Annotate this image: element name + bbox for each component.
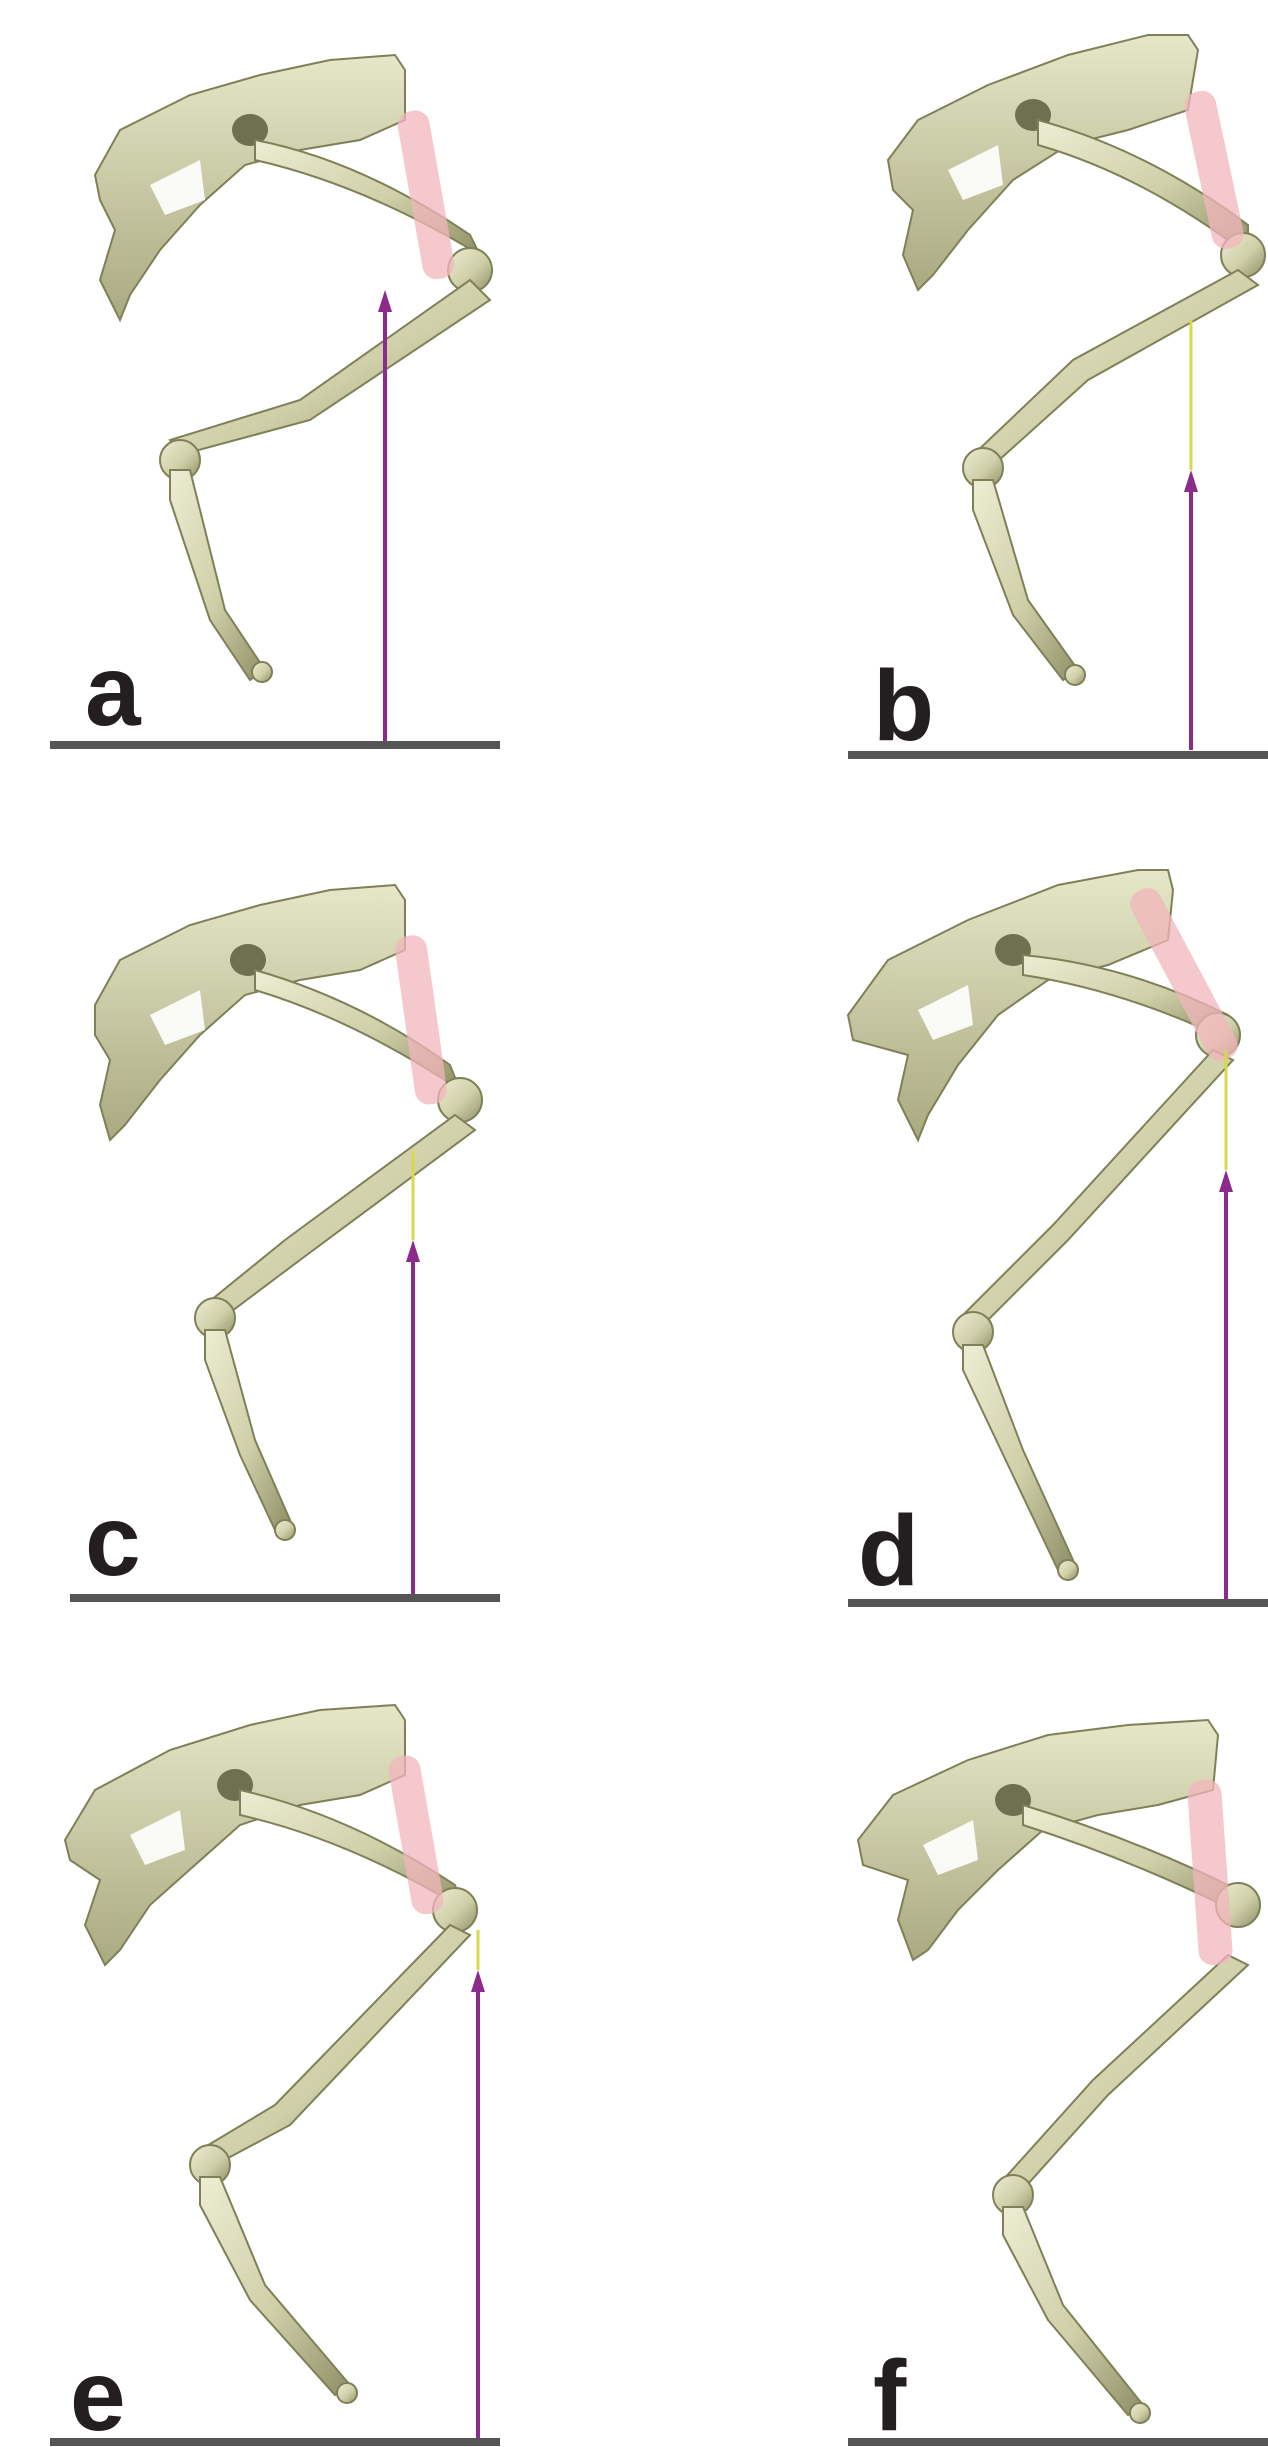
panel-c: c [70,885,500,1598]
panel-e: e [50,1705,500,2447]
panel-label: a [85,635,142,747]
panel-label: b [873,650,934,762]
force-arrow-head-icon [378,290,392,312]
panel-label: c [85,1485,141,1597]
force-arrow-head-icon [406,1240,420,1262]
force-arrow-head-icon [1184,470,1198,492]
muscle-icon [393,933,448,1106]
panel-d: d [848,870,1268,1607]
panel-label: f [873,2340,907,2447]
panel-label: d [858,1495,919,1607]
panel-b: b [848,35,1268,762]
muscle-icon [1182,88,1247,251]
panel-label: e [70,2340,126,2447]
force-arrow-head-icon [1219,1170,1233,1192]
muscle-icon [1125,883,1242,1066]
panel-a: a [50,55,500,747]
panel-f: f [848,1720,1268,2447]
force-arrow-head-icon [471,1970,485,1992]
muscle-icon [386,1753,445,1916]
muscle-icon [1187,1779,1234,1966]
